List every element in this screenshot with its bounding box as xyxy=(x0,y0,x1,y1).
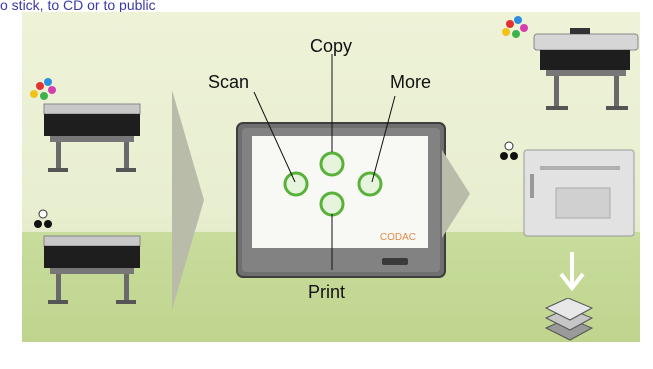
down-arrow-icon xyxy=(558,250,586,292)
copy-label: Copy xyxy=(310,36,352,57)
scan-label: Scan xyxy=(208,72,249,93)
more-label: More xyxy=(390,72,431,93)
color-dots-icon xyxy=(502,16,528,38)
workflow-diagram: CODAC Copy Scan More Print xyxy=(22,12,640,342)
print-label: Print xyxy=(308,282,345,303)
bw-dots-icon xyxy=(500,142,518,160)
color-plotter-right xyxy=(500,14,640,118)
flow-arrow-right xyxy=(442,150,470,238)
bw-copier-right xyxy=(496,138,640,242)
paper-stack-icon xyxy=(542,298,596,342)
